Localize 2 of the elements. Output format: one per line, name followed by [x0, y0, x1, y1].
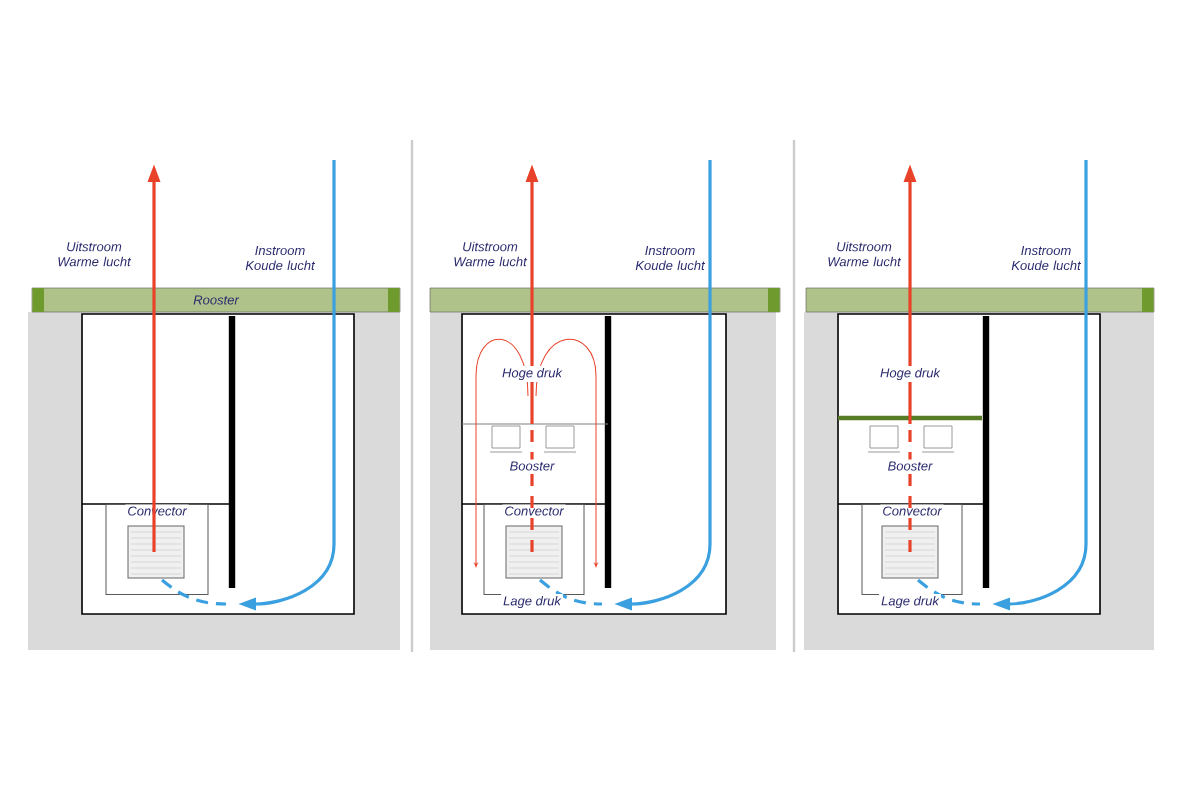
rooster-bar	[429, 287, 781, 313]
rooster-bar	[805, 287, 1155, 313]
